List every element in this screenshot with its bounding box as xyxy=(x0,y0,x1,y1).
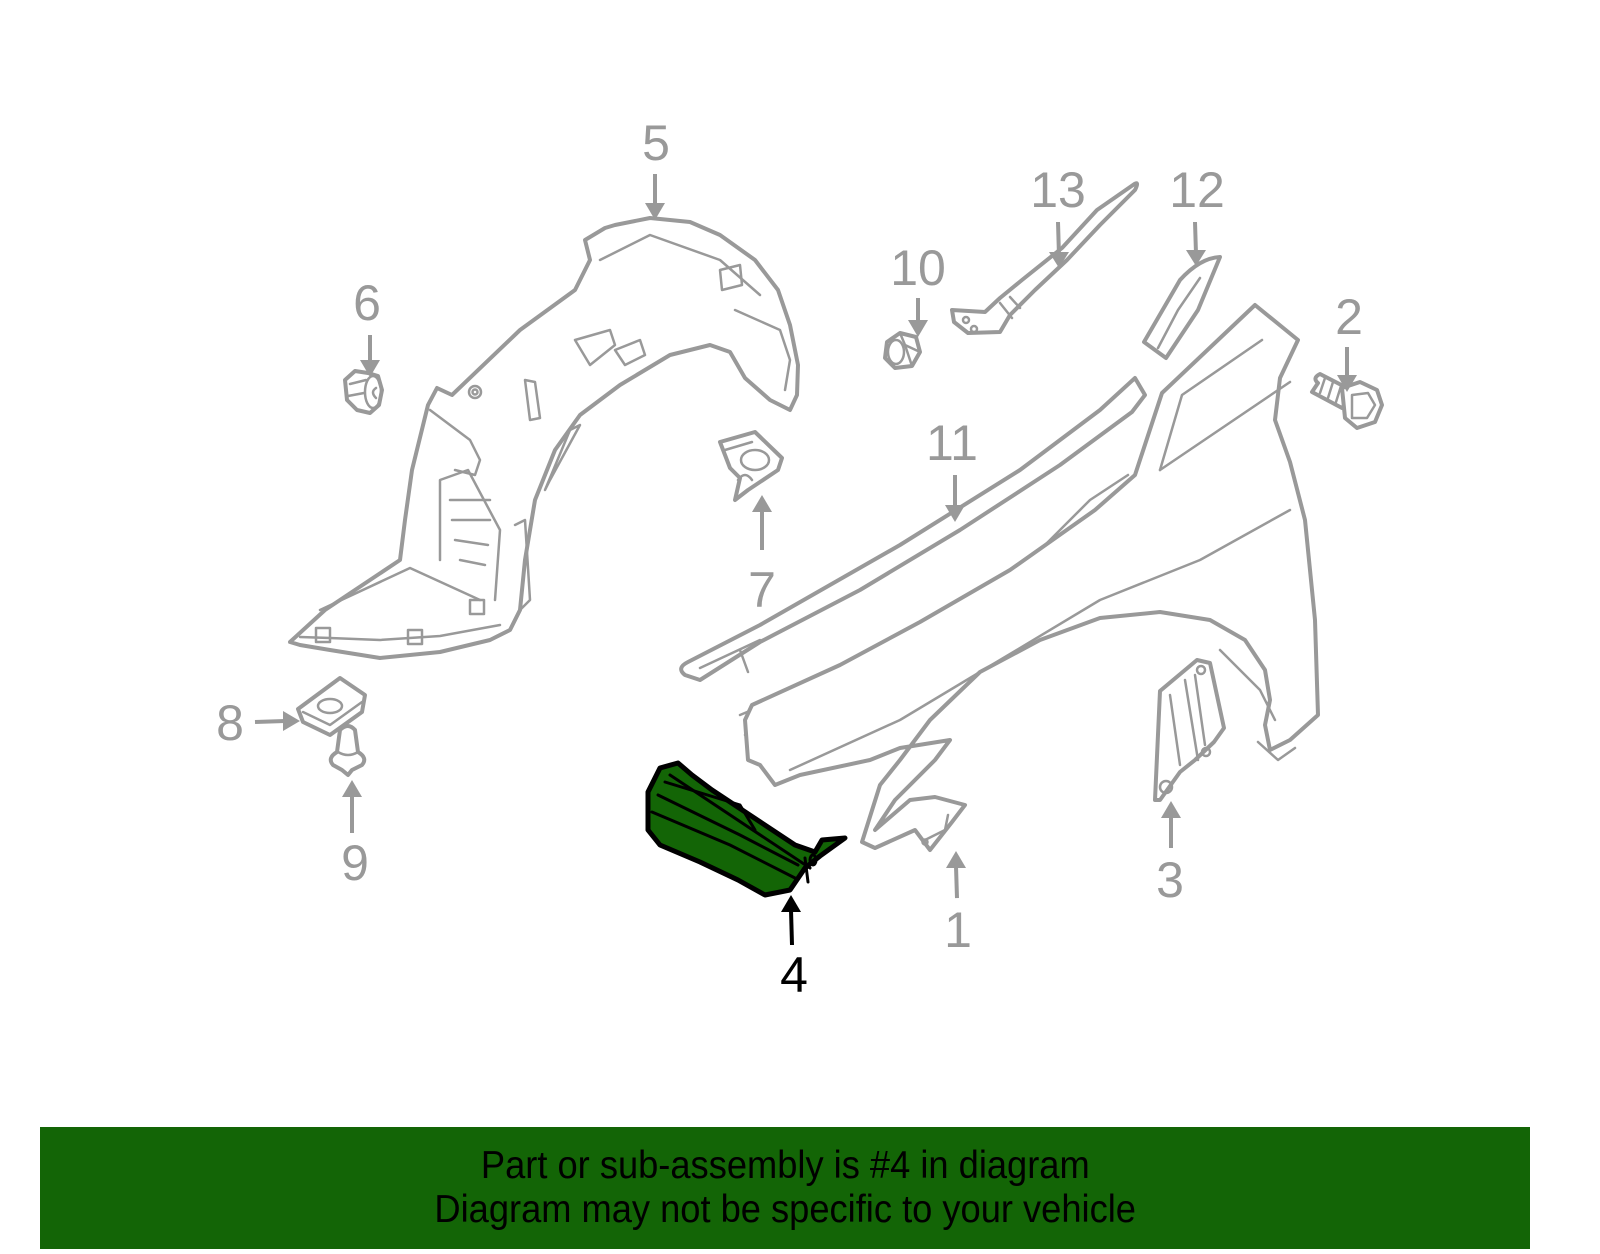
part-8-retainer-nut[interactable] xyxy=(296,676,367,737)
callout-8: 8 xyxy=(216,695,244,751)
banner-part-notice: Part or sub-assembly is #4 in diagram xyxy=(480,1144,1090,1187)
callout-2: 2 xyxy=(1335,289,1363,345)
banner-disclaimer: Diagram may not be specific to your vehi… xyxy=(434,1188,1136,1231)
part-1-fender[interactable] xyxy=(743,303,1320,852)
part-12-insulator[interactable] xyxy=(1142,255,1222,360)
part-5-fender-liner[interactable] xyxy=(288,216,800,660)
part-3-fender-bracket[interactable] xyxy=(1153,658,1226,802)
callout-6: 6 xyxy=(353,275,381,331)
part-6-grommet[interactable] xyxy=(343,369,384,415)
part-10-nut[interactable] xyxy=(883,331,922,370)
part-7-clip-bracket[interactable] xyxy=(718,430,784,502)
info-banner: Part or sub-assembly is #4 in diagram Di… xyxy=(40,1127,1530,1249)
callout-7: 7 xyxy=(748,562,776,618)
part-9-push-clip[interactable] xyxy=(328,724,367,777)
callout-1: 1 xyxy=(944,902,972,958)
part-13-upper-bracket[interactable] xyxy=(950,181,1140,335)
callout-13: 13 xyxy=(1030,162,1086,218)
part-4-splash-shield-highlighted[interactable] xyxy=(645,760,848,898)
callout-arrows xyxy=(254,174,1357,946)
callout-9: 9 xyxy=(341,835,369,891)
callout-5: 5 xyxy=(642,115,670,171)
callout-12: 12 xyxy=(1169,162,1225,218)
callout-4-highlighted: 4 xyxy=(780,947,808,1003)
callout-11: 11 xyxy=(926,415,978,471)
callout-3: 3 xyxy=(1156,852,1184,908)
part-2-bolt[interactable] xyxy=(1310,372,1384,430)
callout-10: 10 xyxy=(890,240,946,296)
